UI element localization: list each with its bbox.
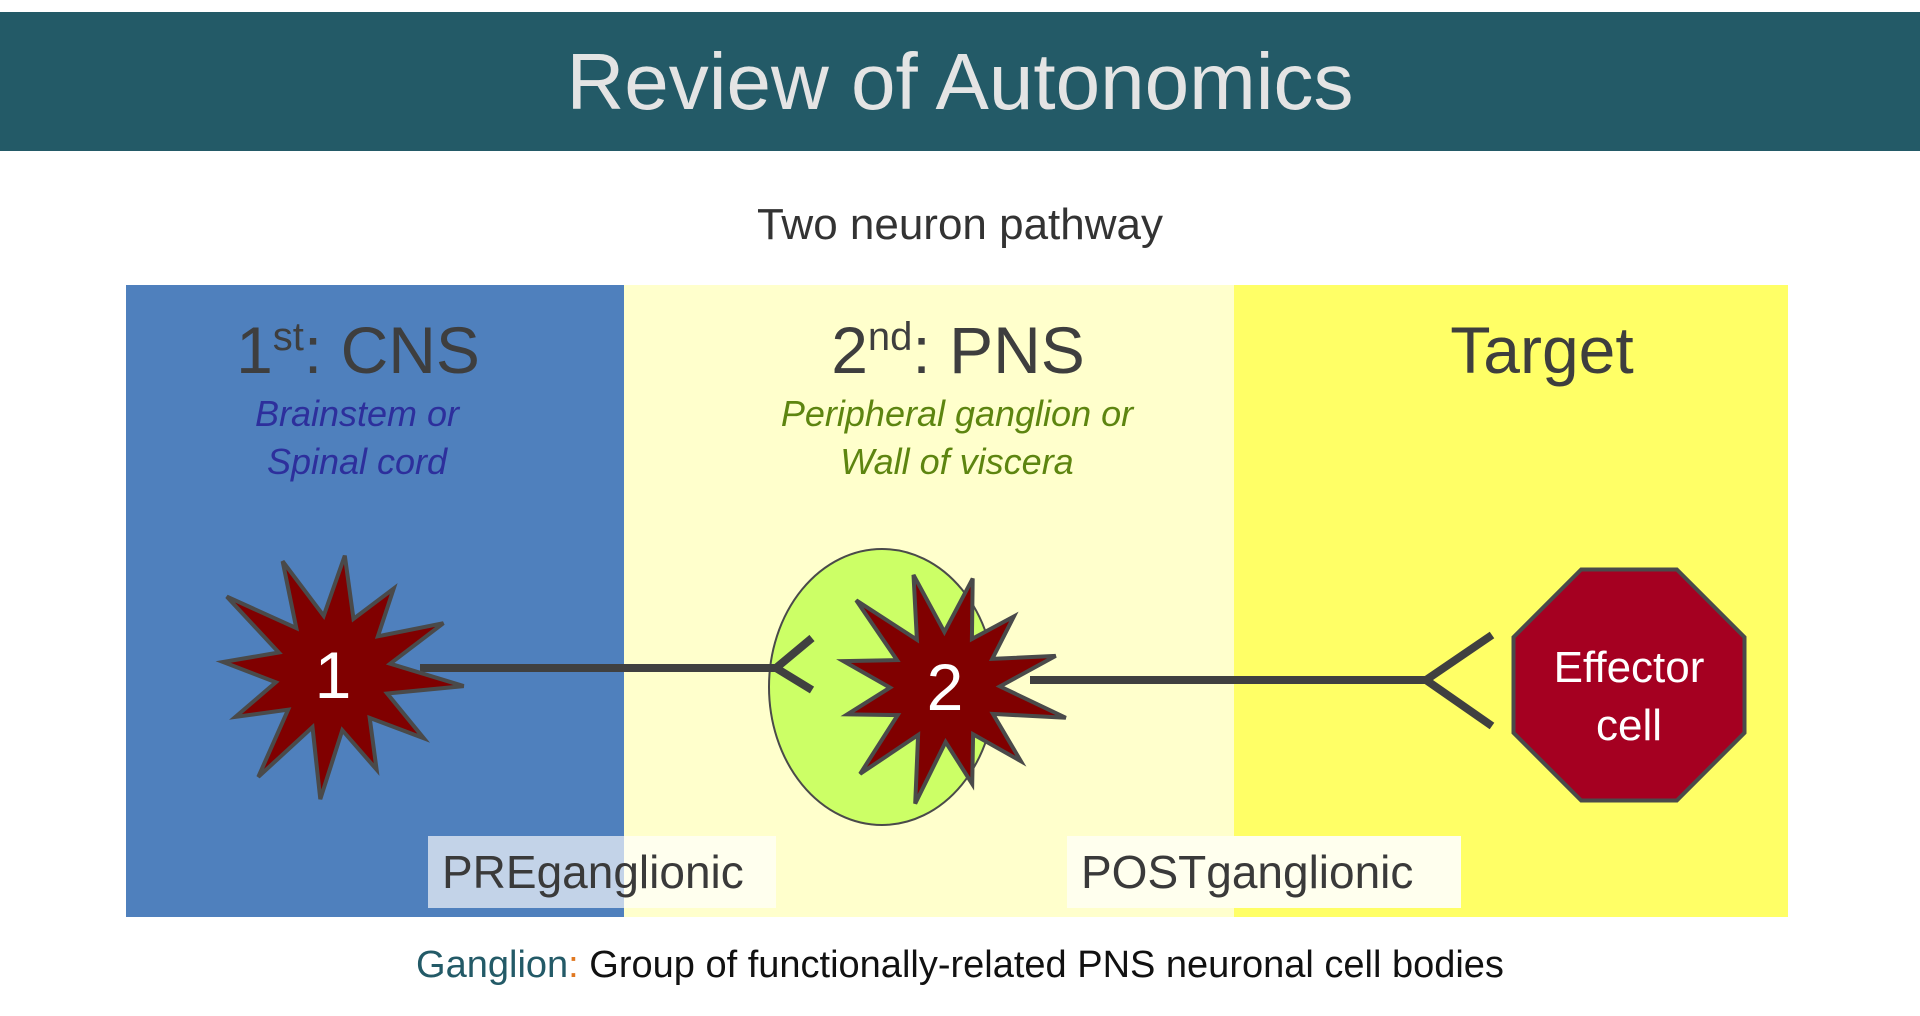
definition-term: Ganglion: [416, 944, 569, 986]
definition-colon: :: [568, 944, 579, 986]
page-title: Review of Autonomics: [566, 36, 1354, 126]
cns-heading-suffix: st: [272, 315, 304, 359]
preganglionic-terminal: [769, 634, 815, 694]
target-heading: Target: [1450, 313, 1634, 387]
pns-location-line2: Wall of viscera: [840, 441, 1074, 482]
effector-cell: [1511, 567, 1747, 803]
pns-heading-suffix: nd: [867, 315, 913, 359]
effector-label-line2: cell: [1596, 701, 1662, 750]
postganglionic-terminal: [1418, 631, 1495, 730]
cns-location: Brainstem or Spinal cord: [77, 390, 637, 486]
cns-heading-text: : CNS: [303, 313, 480, 387]
neuron-2-label: 2: [927, 650, 964, 724]
preganglionic-label: PREganglionic: [428, 836, 776, 908]
neuron-1-label: 1: [315, 638, 352, 712]
pns-location: Peripheral ganglion or Wall of viscera: [677, 390, 1237, 486]
subtitle: Two neuron pathway: [756, 200, 1164, 249]
effector-label-line1: Effector: [1554, 643, 1705, 692]
pns-heading: 2nd: PNS: [708, 312, 1208, 388]
cns-heading: 1st: CNS: [108, 312, 608, 388]
pns-heading-number: 2: [831, 313, 868, 387]
definition-text: Group of functionally-related PNS neuron…: [578, 944, 1504, 986]
pns-heading-text: : PNS: [912, 313, 1085, 387]
pns-location-line1: Peripheral ganglion or: [780, 393, 1134, 434]
title-bar: Review of Autonomics: [0, 12, 1920, 151]
cns-heading-number: 1: [236, 313, 273, 387]
neuron-2-cell-body: [836, 573, 1067, 805]
neuron-1-cell-body: [215, 554, 465, 800]
cns-location-line1: Brainstem or: [254, 393, 460, 434]
cns-location-line2: Spinal cord: [266, 441, 448, 482]
postganglionic-label: POSTganglionic: [1067, 836, 1461, 908]
ganglion-definition: Ganglion: Group of functionally-related …: [0, 944, 1920, 987]
